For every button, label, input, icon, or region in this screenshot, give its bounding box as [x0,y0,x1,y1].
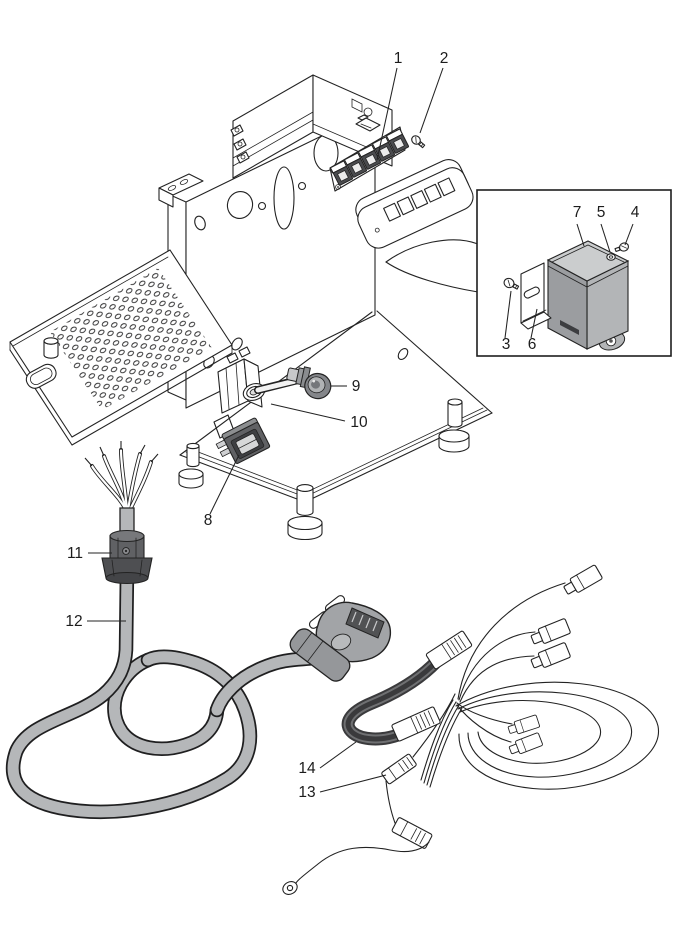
mounting-bracket [520,262,552,330]
callout-12: 12 [65,613,82,630]
indicator-lamp [286,366,332,400]
callout-2: 2 [440,50,449,67]
wire-harness [420,564,659,790]
callout-5: 5 [597,204,606,221]
ribbon-connector-a [425,630,473,670]
inset-pointer-upper [385,239,479,263]
sensor-wire [282,693,456,895]
spade-connector-4 [507,714,540,735]
spade-connector-5 [508,732,543,755]
rocker-switch [215,417,271,464]
mains-plug [289,595,392,682]
inset-pointer-lower [385,261,479,293]
tray-foot [25,363,57,389]
stripped-wires [84,441,159,514]
callout-11: 11 [67,545,83,562]
screw-2 [411,135,426,149]
front-foot [287,484,323,541]
callout-1: 1 [394,50,403,67]
toggle-switch [217,346,302,414]
plug-grip [289,628,351,682]
screw-4 [614,242,629,253]
left-foot [178,442,204,489]
power-cord-assembly [5,441,392,819]
plug-rib-block [345,607,385,639]
callout-3: 3 [502,336,511,353]
callout-7: 7 [573,204,582,221]
leader-lines [87,67,634,793]
perforation-field [50,268,212,410]
callout-numbers: 1 2 3 4 5 6 7 8 9 10 11 12 13 14 [65,50,639,801]
inline-connector-upper [381,753,417,785]
drip-tray-base [9,249,233,446]
callout-8: 8 [204,512,213,529]
callout-6: 6 [528,336,537,353]
inset-detail-box [385,189,672,357]
spade-connector-1 [563,564,603,595]
callout-9: 9 [352,378,361,395]
ribbon-cable [341,630,473,746]
spade-connector-3 [530,642,571,669]
base-platform [178,310,493,541]
callout-14: 14 [298,760,316,777]
cable-gland [101,529,153,585]
screw-3 [503,277,520,290]
control-box [546,240,630,351]
ring-terminal [282,881,298,895]
right-foot [438,398,470,453]
callout-10: 10 [350,414,368,431]
callout-13: 13 [298,784,315,801]
callout-4: 4 [631,204,640,221]
spade-connector-2 [530,618,571,645]
switch-panel-cover [355,159,474,249]
washer-5 [606,253,616,261]
ribbon-connector-b [391,706,441,742]
